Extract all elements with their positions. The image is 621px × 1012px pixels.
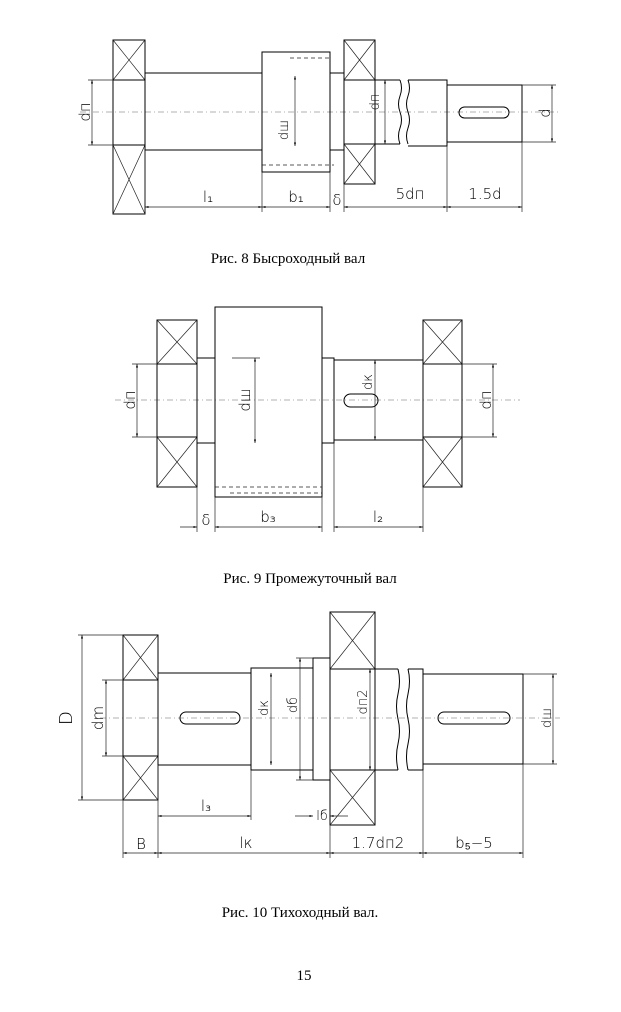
- collar: [329, 72, 345, 151]
- dim-lk: lк: [239, 834, 252, 852]
- dim-dsh: dш: [540, 708, 555, 728]
- bearing-left: [122, 634, 159, 801]
- shaft-section: [144, 72, 263, 151]
- shaft-key-section: [157, 672, 252, 766]
- dim-l1: l₁: [203, 188, 213, 206]
- figure-8-high-speed-shaft: dп dш dп d l₁ b₁ δ 5dп 1.5d Рис. 8 Бысро…: [76, 39, 560, 267]
- bearing-right: [422, 319, 463, 488]
- dim-dsh: dш: [236, 388, 254, 411]
- dim-dn-right: dп: [368, 94, 383, 111]
- dim-dn2: dп2: [356, 689, 371, 714]
- dim-db: dб: [286, 697, 301, 713]
- page-number: 15: [297, 968, 312, 984]
- dim-1-7dn2: 1.7dп2: [352, 834, 405, 852]
- bearing-left: [156, 319, 198, 488]
- dim-dn-left: dп: [121, 390, 139, 409]
- keyway-slot: [458, 106, 510, 119]
- figure-9-intermediate-shaft: dп dш dк dп δ b₃ l₂ Рис. 9 Промежуточный…: [115, 306, 520, 587]
- dim-dn-left: dп: [76, 102, 94, 121]
- dim-b3: b₃: [260, 508, 276, 526]
- figure-10-caption: Рис. 10 Тихоходный вал.: [222, 905, 379, 921]
- dim-5dn: 5dп: [396, 185, 425, 203]
- figure-8-caption: Рис. 8 Бысроходный вал: [211, 251, 366, 267]
- dim-dk: dк: [257, 700, 272, 716]
- output-end: [422, 673, 524, 765]
- keyway-slot: [179, 711, 241, 725]
- keyway-slot: [437, 711, 511, 725]
- dim-dm: dm: [89, 706, 107, 730]
- keyway-slot: [343, 393, 379, 408]
- bearing-right: [343, 39, 376, 185]
- dim-delta: δ: [201, 511, 210, 529]
- dim-1-5d: 1.5d: [468, 185, 501, 203]
- dim-b5-minus-5: b₅−5: [455, 834, 493, 852]
- dim-l3: l₃: [201, 797, 211, 815]
- bearing-left: [112, 39, 146, 215]
- dim-b1: b₁: [288, 188, 304, 206]
- dim-dsh: dш: [277, 120, 292, 140]
- gear: [214, 306, 323, 498]
- dim-l2: l₂: [373, 508, 383, 526]
- figure-10-low-speed-shaft: D dm dк dб dп2 dш l₃ lб B lк 1.7dп2 b₅−5…: [56, 611, 560, 921]
- dim-delta: δ: [332, 191, 341, 209]
- collar: [321, 357, 335, 444]
- dim-d: d: [536, 108, 554, 118]
- figure-9-caption: Рис. 9 Промежуточный вал: [223, 571, 397, 587]
- dim-B: B: [136, 835, 146, 853]
- collar: [312, 657, 331, 781]
- dim-dn-right: dп: [477, 390, 495, 409]
- dim-lb: lб: [316, 809, 328, 824]
- bearing-right: [329, 611, 376, 826]
- dim-D: D: [56, 711, 77, 725]
- output-end: [446, 84, 523, 143]
- dim-dk: dк: [361, 374, 376, 390]
